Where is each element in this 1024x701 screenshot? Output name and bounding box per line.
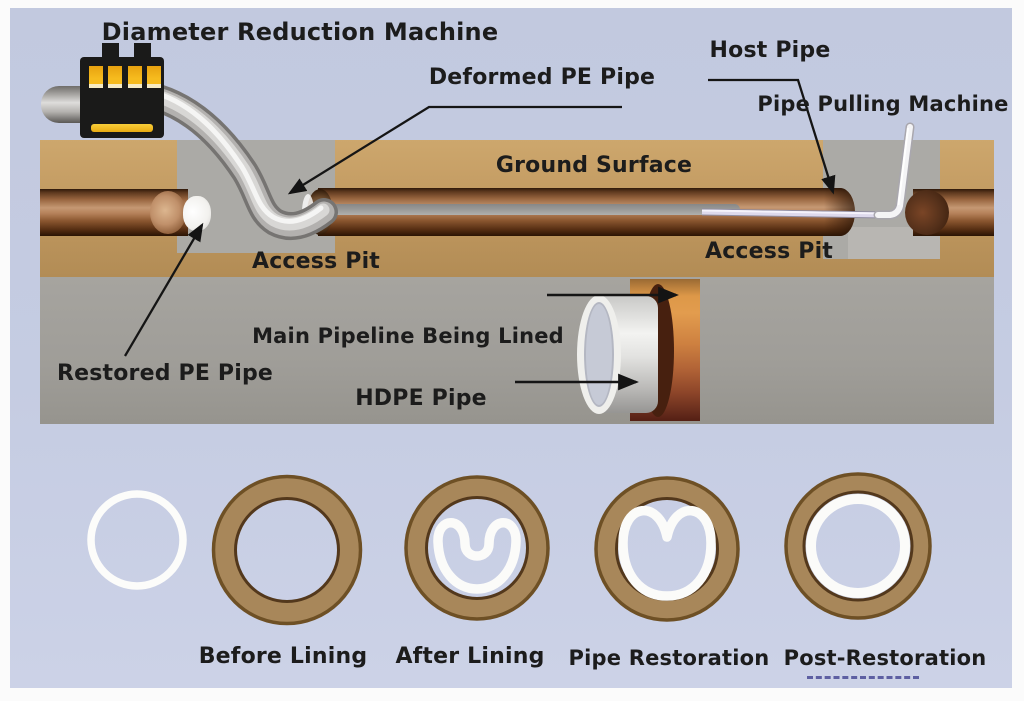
label-post-restoration: Post-Restoration bbox=[783, 646, 987, 670]
host-pipe-right-cap bbox=[824, 188, 855, 236]
underground-band bbox=[40, 277, 994, 424]
machine-base-bar bbox=[91, 124, 153, 132]
hdpe-liner-opening bbox=[577, 295, 621, 414]
label-access-pit-left: Access Pit bbox=[251, 249, 381, 274]
pe-pipe-inside-host bbox=[332, 204, 740, 215]
machine-indicator bbox=[108, 66, 122, 88]
label-hdpe-pipe: HDPE Pipe bbox=[355, 386, 487, 411]
label-pipe-pulling-machine: Pipe Pulling Machine bbox=[757, 92, 1009, 116]
host-pipe-mouth-highlight bbox=[302, 194, 314, 230]
machine-indicator bbox=[147, 66, 161, 88]
machine-top-tab bbox=[134, 43, 151, 60]
label-after-lining: After Lining bbox=[395, 644, 545, 669]
host-pipe-right-segment-cap bbox=[905, 190, 949, 235]
machine-top-tab bbox=[102, 43, 119, 60]
label-main-pipeline-being-lined: Main Pipeline Being Lined bbox=[252, 324, 564, 348]
machine-indicator bbox=[89, 66, 103, 88]
restored-pipe-end-cap bbox=[150, 191, 186, 234]
label-ground-surface: Ground Surface bbox=[495, 153, 693, 178]
label-diameter-reduction-machine: Diameter Reduction Machine bbox=[101, 18, 499, 46]
label-host-pipe: Host Pipe bbox=[709, 38, 831, 63]
label-access-pit-right: Access Pit bbox=[704, 239, 834, 264]
restored-pe-pipe-stub bbox=[183, 196, 211, 231]
pe-pipe-feed-stub bbox=[41, 86, 87, 123]
label-before-lining: Before Lining bbox=[198, 644, 368, 669]
label-restored-pe-pipe: Restored PE Pipe bbox=[56, 361, 274, 386]
machine-indicator bbox=[128, 66, 142, 88]
post-restoration-underline bbox=[807, 676, 919, 679]
label-pipe-restoration: Pipe Restoration bbox=[568, 646, 770, 670]
label-deformed-pe-pipe: Deformed PE Pipe bbox=[428, 65, 656, 90]
